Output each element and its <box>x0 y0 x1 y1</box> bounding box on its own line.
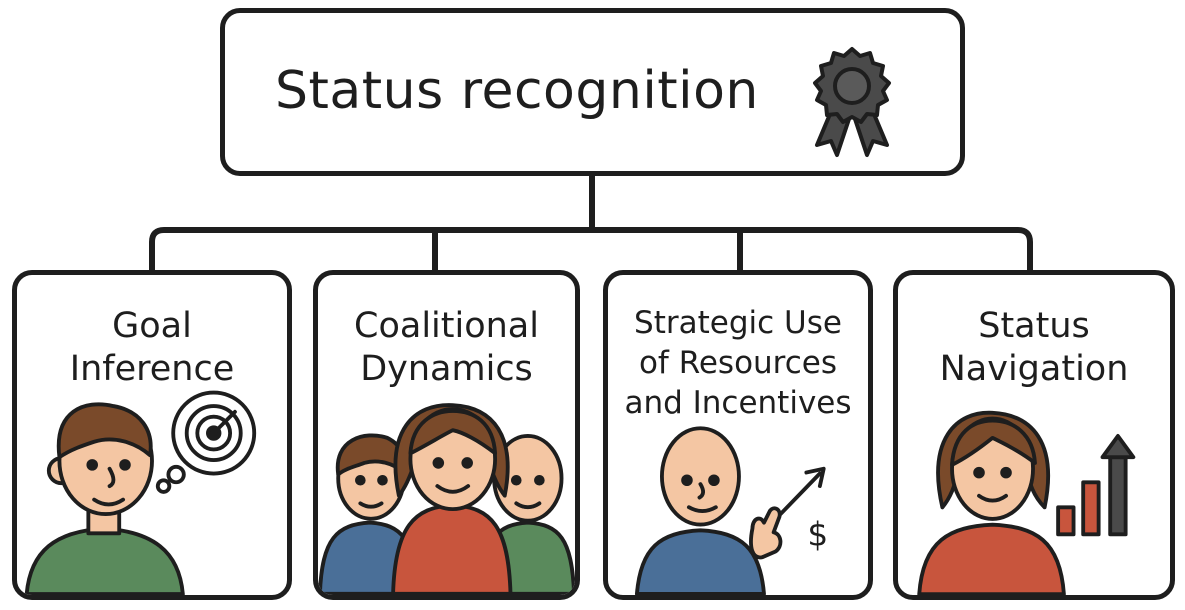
node-strategic-use-of-resources: Strategic Use of Resources and Incentive… <box>603 270 873 600</box>
dollar-trend-icon: $ <box>634 426 828 595</box>
award-ribbon-icon <box>813 47 891 157</box>
node-goal-inference: Goal Inference <box>12 270 292 600</box>
node-status-navigation: Status Navigation <box>893 270 1175 600</box>
node-coalitional-dynamics: Coalitional Dynamics <box>313 270 580 600</box>
root-title: Status recognition <box>275 61 759 121</box>
person-climbing-illustration <box>917 410 1136 595</box>
bar-chart-up-icon <box>1056 434 1136 537</box>
dollar-sign: $ <box>807 516 828 554</box>
group-icon <box>318 403 575 595</box>
node-title: Coalitional Dynamics <box>354 306 539 389</box>
root-node: Status recognition <box>220 8 965 176</box>
node-title: Goal Inference <box>69 306 235 389</box>
node-title: Status Navigation <box>939 306 1129 389</box>
person-thinking-illustration <box>24 390 257 595</box>
target-icon <box>184 404 243 463</box>
node-title: Strategic Use of Resources and Incentive… <box>624 305 852 421</box>
